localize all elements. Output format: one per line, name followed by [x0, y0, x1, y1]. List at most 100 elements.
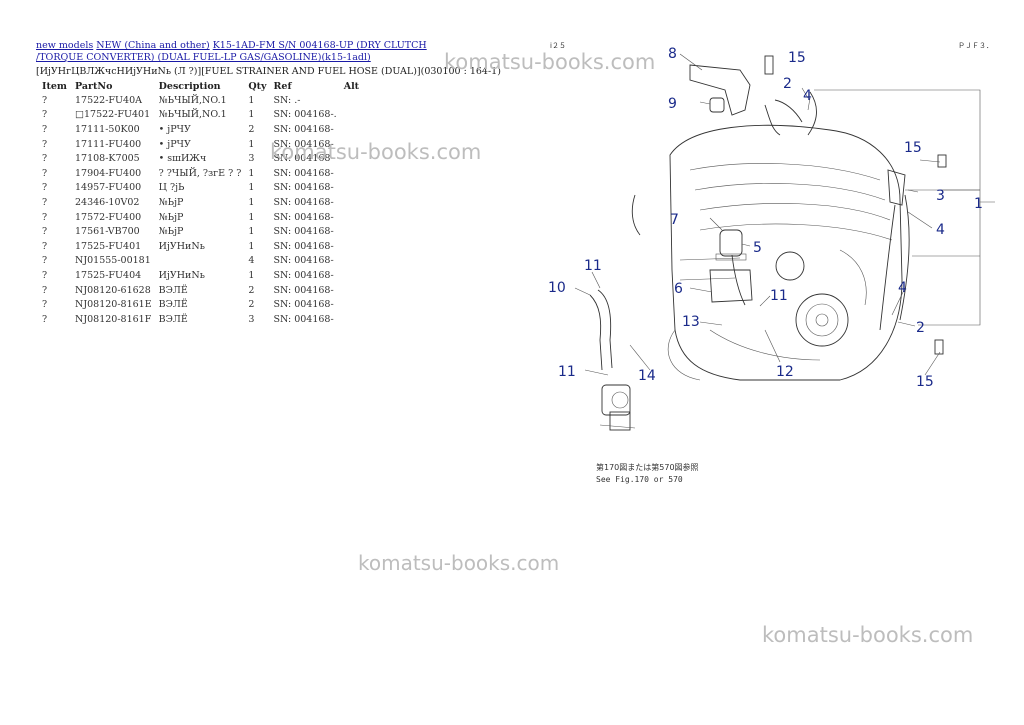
- table-header-row: Item PartNo Description Qty Ref Alt: [36, 79, 363, 93]
- cell-partno: 14957-FU400: [75, 182, 142, 194]
- cell-description: №ЬjР: [158, 196, 184, 208]
- callout-2-lower: 2: [916, 320, 925, 336]
- cell-item: ?: [42, 284, 48, 296]
- breadcrumb: new models NEW (China and other) K15-1AD…: [36, 40, 456, 64]
- cell-partno: □17522-FU401: [75, 109, 151, 121]
- cell-item: ?: [42, 109, 48, 121]
- cell-ref: SN: 004168-: [273, 313, 334, 325]
- callout-6: 6: [674, 281, 683, 297]
- watermark-mid: komatsu-books.com: [270, 140, 482, 164]
- table-row: ? 17108-K7005 • ѕшИЖч 3 SN: 004168-: [36, 151, 363, 166]
- breadcrumb-link-new-models[interactable]: new models: [36, 40, 94, 51]
- col-ref: Ref: [273, 80, 292, 92]
- cell-description: ИјУНиNь: [158, 269, 205, 281]
- callout-5: 5: [753, 240, 762, 256]
- callout-8: 8: [668, 46, 677, 62]
- cell-partno: 17522-FU40A: [75, 94, 142, 106]
- cell-description: ? ?ЧЫЙ, ?згЕ ? ?: [158, 167, 242, 179]
- cell-partno: 17572-FU400: [75, 211, 142, 223]
- callout-12: 12: [776, 364, 794, 380]
- callout-7: 7: [670, 212, 679, 228]
- cell-item: ?: [42, 255, 48, 267]
- cell-ref: SN: 004168-: [273, 123, 334, 135]
- cell-partno: NJ01555-00181: [75, 255, 151, 267]
- diagram-caption-en: See Fig.170 or 570: [596, 475, 683, 484]
- table-row: ? NJ01555-00181 4 SN: 004168-: [36, 254, 363, 269]
- cell-alt: [341, 210, 363, 225]
- cell-description: • јРЧУ: [158, 123, 191, 135]
- breadcrumb-link-china[interactable]: NEW (China and other): [96, 40, 210, 51]
- cell-alt: [341, 254, 363, 269]
- cell-partno: NJ08120-8161E: [75, 299, 152, 311]
- col-alt: Alt: [343, 80, 360, 92]
- cell-ref: SN: 004168-: [273, 153, 334, 165]
- fuel-strainer: [709, 229, 753, 303]
- cell-ref: SN: 004168-: [273, 240, 334, 252]
- cell-item: ?: [42, 182, 48, 194]
- cell-description: №ЬjР: [158, 211, 184, 223]
- engine-block: [631, 124, 903, 381]
- diagram-caption-jp: 第170図または第570図参照: [596, 462, 699, 472]
- callout-15-top: 15: [788, 50, 806, 66]
- cell-partno: 17108-K7005: [75, 153, 140, 165]
- diagram-corner-right: ＰＪＦ３．: [958, 42, 993, 50]
- cell-item: ?: [42, 123, 48, 135]
- cell-partno: NJ08120-8161F: [75, 313, 152, 325]
- cell-description: • ѕшИЖч: [158, 153, 207, 165]
- cell-ref: SN: 004168-: [273, 269, 334, 281]
- cell-alt: [341, 166, 363, 181]
- cell-description: • јРЧУ: [158, 138, 191, 150]
- col-description: Description: [158, 80, 221, 92]
- callout-11-left: 11: [584, 258, 602, 274]
- cell-description: ВЭЛЁ: [158, 299, 188, 311]
- cell-item: ?: [42, 299, 48, 311]
- cell-item: ?: [42, 153, 48, 165]
- callout-9: 9: [668, 96, 677, 112]
- cell-ref: SN: 004168-: [273, 255, 334, 267]
- callout-1: 1: [974, 196, 983, 212]
- callout-11-mid: 11: [770, 288, 788, 304]
- cell-qty: 1: [248, 269, 255, 281]
- cell-description: ИјУНиNь: [158, 240, 205, 252]
- breadcrumb-link-model[interactable]: K15-1AD-FM S/N 004168-UP (DRY CLUTCH /TO…: [36, 40, 427, 63]
- cell-qty: 1: [248, 138, 255, 150]
- cell-partno: 17111-FU400: [75, 138, 142, 150]
- cell-qty: 3: [248, 153, 255, 165]
- cell-ref: SN: 004168-: [273, 138, 334, 150]
- cell-ref: SN: .-: [273, 94, 301, 106]
- cell-qty: 3: [248, 313, 255, 325]
- watermark-bottom: komatsu-books.com: [762, 623, 974, 647]
- callout-4-top: 4: [803, 88, 812, 104]
- cell-description: №ЬЧЫЙ,NO.1: [158, 94, 227, 106]
- col-item: Item: [42, 80, 67, 92]
- cell-alt: [341, 312, 363, 327]
- cell-alt: [341, 195, 363, 210]
- cell-description: ВЭЛЁ: [158, 313, 188, 325]
- cell-qty: 1: [248, 182, 255, 194]
- cell-ref: SN: 004168-: [273, 226, 334, 238]
- col-partno: PartNo: [75, 80, 113, 92]
- cell-alt: [341, 239, 363, 254]
- callout-15-right: 15: [904, 140, 922, 156]
- callout-labels: 8 15 2 4 9 15 3 1 4 7 5 11 10 6 11 13 14…: [548, 46, 983, 390]
- cell-qty: 2: [248, 123, 255, 135]
- cell-alt: [341, 181, 363, 196]
- cell-alt: [341, 224, 363, 239]
- parts-table: Item PartNo Description Qty Ref Alt ? 175…: [36, 79, 363, 327]
- cell-alt: [341, 268, 363, 283]
- cell-description: Ц ?jЬ: [158, 182, 185, 194]
- callout-4-lower: 4: [898, 280, 907, 296]
- cell-partno: 17904-FU400: [75, 167, 142, 179]
- cell-item: ?: [42, 211, 48, 223]
- cell-qty: 1: [248, 240, 255, 252]
- fuel-pump: [599, 384, 636, 431]
- cell-qty: 1: [248, 196, 255, 208]
- cell-qty: 4: [248, 255, 255, 267]
